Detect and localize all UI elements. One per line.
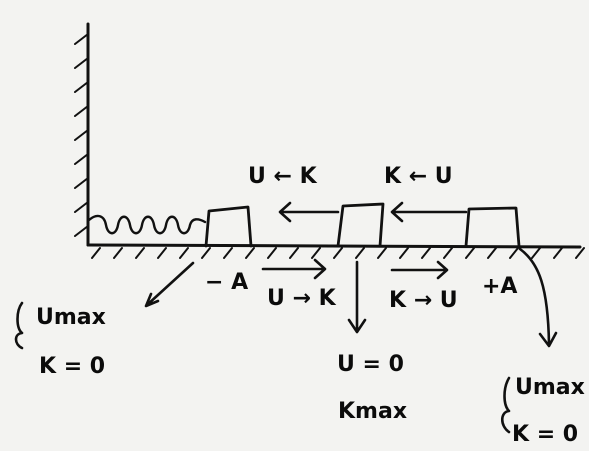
- block-center: [336, 202, 385, 248]
- label-k-to-u: K → U: [389, 288, 458, 313]
- left-wall: [74, 22, 90, 247]
- direction-arrows: [144, 201, 558, 348]
- label-minus-a: − A: [205, 270, 248, 295]
- left-umax: Umax: [36, 305, 106, 330]
- center-kmax: Kmax: [338, 399, 407, 424]
- right-k-zero: K = 0: [512, 422, 578, 447]
- braces: [14, 301, 511, 434]
- center-u-zero: U = 0: [337, 352, 404, 377]
- floor: [86, 243, 585, 259]
- label-k-left-u: K ← U: [384, 164, 453, 189]
- block-left: [204, 205, 253, 248]
- blocks: [204, 202, 521, 248]
- label-u-to-k: U → K: [267, 286, 337, 311]
- label-u-left-k: U ← K: [248, 164, 318, 189]
- block-right: [464, 206, 521, 248]
- left-k-zero: K = 0: [39, 354, 105, 379]
- label-plus-a: +A: [482, 274, 517, 299]
- right-umax: Umax: [515, 375, 585, 400]
- spring: [87, 214, 207, 235]
